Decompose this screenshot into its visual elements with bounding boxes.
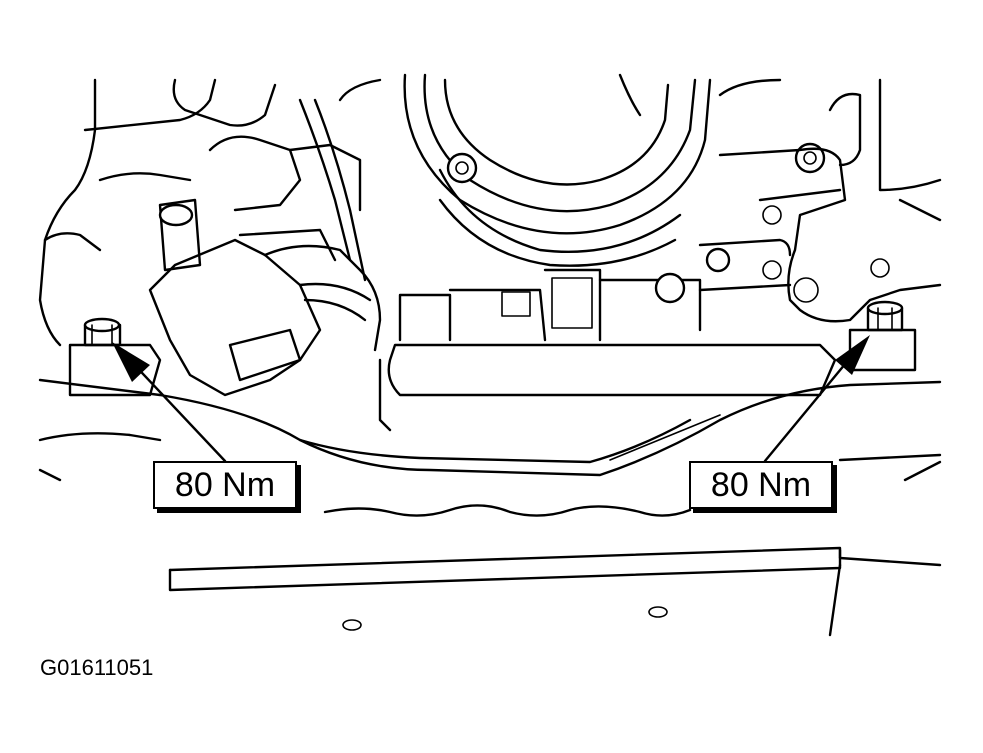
crossmember [378, 247, 837, 432]
callout-arrow-right [763, 335, 870, 463]
torque-callout-left: 80 Nm [153, 461, 297, 509]
actuator-assembly [148, 198, 382, 397]
figure-id: G01611051 [40, 655, 154, 680]
callout-arrow-left [112, 342, 227, 463]
pulley-housing [403, 73, 826, 267]
left-mount [68, 317, 162, 397]
right-bracket [698, 78, 942, 323]
subframe [38, 378, 942, 517]
engine-upper-outline [38, 78, 382, 347]
torque-callout-right: 80 Nm [689, 461, 833, 509]
oil-pan [168, 546, 942, 637]
right-mount [848, 300, 917, 372]
